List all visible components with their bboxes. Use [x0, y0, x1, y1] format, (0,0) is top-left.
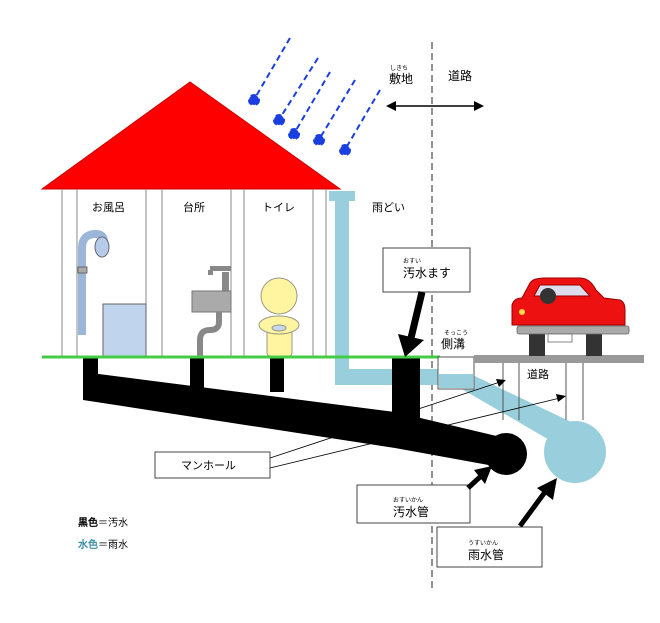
sewer-basin-label: 汚水ます — [403, 266, 451, 280]
shower-icon — [77, 229, 147, 358]
sewer-pipe-box — [356, 484, 471, 524]
sewer-pipe-ruby: おすいかん — [393, 497, 423, 504]
roof — [40, 81, 342, 190]
rain-pipe-label: 雨水管 — [468, 547, 504, 562]
sink-icon — [191, 266, 232, 357]
rain-drops — [248, 37, 381, 156]
kitchen-label: 台所 — [183, 200, 205, 214]
legend-black-key: 黒色 — [78, 516, 98, 529]
rain-pipe-ruby: うすいかん — [468, 540, 498, 547]
sewer-basin-box — [382, 247, 471, 293]
side-ditch-label: 側溝 — [441, 337, 465, 351]
sewer-pipe-arrow — [466, 466, 492, 490]
svg-text:黒色＝汚水: 黒色＝汚水 — [78, 516, 128, 529]
site-label: 敷地 — [389, 71, 413, 86]
sewer-basin-ruby: おすい — [403, 258, 421, 265]
legend-black-value: ＝汚水 — [98, 516, 128, 529]
sewer-pipe-section — [485, 433, 527, 475]
manhole-box — [154, 451, 271, 479]
toilet-icon — [258, 277, 300, 357]
road-section-label: 道路 — [527, 367, 549, 381]
sewer-basin-arrow — [398, 291, 426, 357]
road-surface — [474, 355, 644, 363]
house-walls — [61, 189, 327, 357]
side-ditch-ruby: そっこう — [444, 330, 468, 337]
gutter-label: 雨どい — [372, 201, 405, 214]
legend-blue-key: 水色 — [77, 538, 98, 551]
legend: 黒色＝汚水 水色＝雨水 — [77, 516, 128, 551]
bath-label: お風呂 — [92, 201, 125, 214]
manhole-label: マンホール — [181, 459, 236, 472]
manhole-shaft — [392, 357, 420, 445]
rain-pipe — [329, 191, 606, 483]
toilet-label: トイレ — [262, 201, 295, 214]
site-ruby: しきち — [390, 65, 408, 72]
road-section — [502, 363, 584, 420]
road-top-label: 道路 — [448, 68, 472, 83]
sewage-pipes — [83, 357, 527, 475]
rain-pipe-arrow — [517, 478, 557, 528]
sewer-pipe-label: 汚水管 — [393, 504, 429, 519]
svg-text:水色＝雨水: 水色＝雨水 — [77, 538, 128, 551]
legend-blue-value: ＝雨水 — [98, 539, 128, 551]
rain-pipe-box — [436, 526, 543, 568]
boundary-double-arrow — [386, 101, 484, 111]
car-icon — [511, 277, 630, 356]
rain-pipe-section — [544, 421, 606, 483]
manhole-pointer-lines — [269, 379, 566, 469]
